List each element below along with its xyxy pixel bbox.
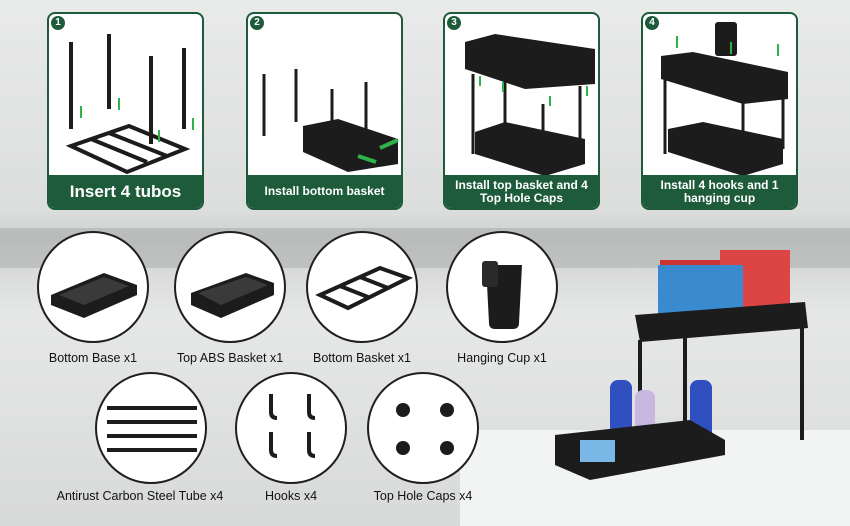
- step-label: Install bottom basket: [248, 175, 401, 208]
- step-card-3: 3 Install top basket and 4 Top Hole Caps: [443, 12, 600, 210]
- step-number: 4: [645, 16, 659, 30]
- top-basket-icon: [191, 273, 274, 318]
- step-label: Insert 4 tubos: [49, 175, 202, 208]
- hooks-icon: [269, 394, 316, 458]
- part-bottom-base: [37, 231, 149, 343]
- step-card-1: 1 Insert 4 tubos: [47, 12, 204, 210]
- step-label: Install 4 hooks and 1 hanging cup: [643, 175, 796, 208]
- part-hanging-cup: [446, 231, 558, 343]
- step-card-2: 2 Install bottom basket: [246, 12, 403, 210]
- part-top-hole-caps: [367, 372, 479, 484]
- part-label: Bottom Basket x1: [313, 351, 411, 365]
- part-label: Bottom Base x1: [48, 351, 138, 365]
- assembled-organizer-photo: [555, 250, 808, 480]
- part-label: Antirust Carbon Steel Tube x4: [56, 489, 224, 503]
- part-top-abs-basket: [174, 231, 286, 343]
- part-hooks: [235, 372, 347, 484]
- part-steel-tube: [95, 372, 207, 484]
- hanging-cup-icon: [482, 261, 522, 329]
- part-label: Top ABS Basket x1: [176, 351, 284, 365]
- bottom-base-icon: [51, 273, 137, 318]
- part-bottom-basket: [306, 231, 418, 343]
- step-number: 2: [250, 16, 264, 30]
- step-card-4: 4 Install 4 hooks and 1 hanging cup: [641, 12, 798, 210]
- step-number: 3: [447, 16, 461, 30]
- part-label: Top Hole Caps x4: [373, 489, 473, 503]
- step-label: Install top basket and 4 Top Hole Caps: [445, 175, 598, 208]
- step-2-illustration: [262, 69, 399, 172]
- tubes-icon: [107, 406, 197, 452]
- bottom-frame-icon: [315, 265, 414, 311]
- part-label: Hanging Cup x1: [457, 351, 547, 365]
- step-number: 1: [51, 16, 65, 30]
- step-3-illustration: [465, 34, 595, 176]
- step-1-illustration: [65, 34, 194, 175]
- caps-icon: [396, 403, 454, 455]
- step-4-illustration: [661, 22, 788, 176]
- part-label: Hooks x4: [264, 489, 318, 503]
